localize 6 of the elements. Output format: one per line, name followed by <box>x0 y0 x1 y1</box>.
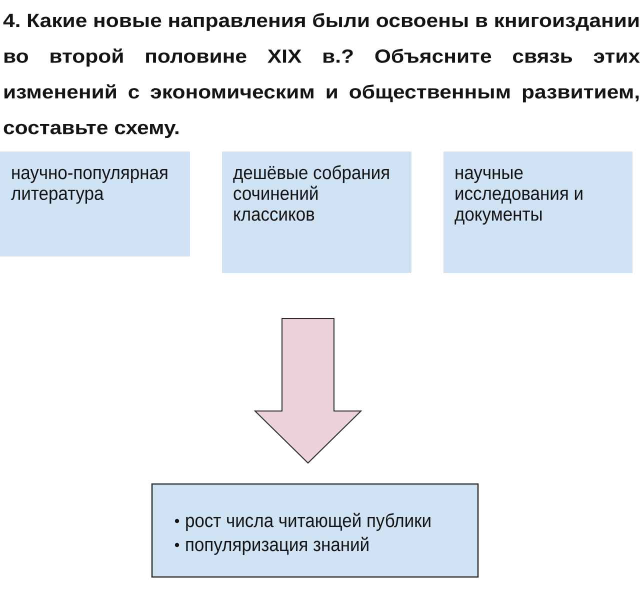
category-box: дешёвые собрания сочинений классиков <box>222 152 412 273</box>
summary-box: рост числа читающей публики популяризация знаний <box>151 483 479 578</box>
block-arrow <box>254 318 362 464</box>
category-box: научно-популярная литература <box>0 152 190 256</box>
question-heading: 4. Какие новые направления были освоены в книгоиздании во второй половине XIX в.? Объясните связь этих изменений с экономическим и общественным развитием, составьте схему. <box>3 13 640 138</box>
category-box: научные исследования и документы <box>444 152 632 273</box>
